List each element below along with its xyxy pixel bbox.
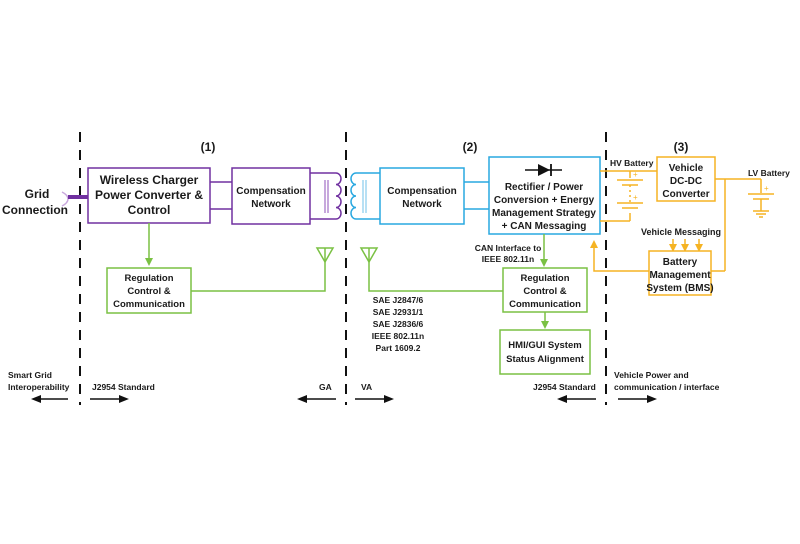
grid-connection: Grid Connection [2,187,88,217]
reg-va-line3: Communication [509,299,581,310]
comp-va-line2: Network [402,199,442,210]
dcdc-line1: Vehicle [669,163,704,174]
vehicle-messaging-arrows [669,239,703,252]
smart-grid-line2: Interoperability [8,382,70,392]
rectifier-line1: Rectifier / Power [505,182,583,193]
grid-label-line2: Connection [2,203,68,217]
smart-grid-line1: Smart Grid [8,370,52,380]
vehicle-power-line2: communication / interface [614,382,720,392]
section-1-label: (1) [201,140,216,154]
hv-battery-icon: + + [617,170,643,209]
lv-battery-label: LV Battery [748,168,790,178]
standard-2: SAE J2931/1 [373,307,424,317]
lv-battery-circuit [711,178,762,272]
ga-coil-icon [310,172,342,220]
rectifier-line2: Conversion + Energy [494,195,595,206]
grid-label-line1: Grid [25,187,50,201]
lv-battery-icon: + [748,184,774,218]
wireless-charger-line1: Wireless Charger [100,173,199,187]
diode-icon [525,164,562,176]
ga-label: GA [319,382,332,392]
standard-1: SAE J2847/6 [373,295,424,305]
reg-ga-line3: Communication [113,299,185,310]
standard-4: IEEE 802.11n [372,331,424,341]
rectifier-line3: Management Strategy [492,208,596,219]
section-3-label: (3) [674,140,689,154]
svg-text:+: + [633,170,638,179]
bms-to-rectifier-arrow [590,240,649,272]
dcdc-line3: Converter [662,189,709,200]
comp-ga-line1: Compensation [236,186,305,197]
section-2-label: (2) [463,140,478,154]
ga-antenna-icon [315,247,335,264]
vehicle-power-line1: Vehicle Power and [614,370,689,380]
comp-ga-line2: Network [251,199,291,210]
va-coil-icon [350,172,380,220]
va-antenna-wire [368,262,503,292]
bms-line2: Management [649,270,711,281]
reg-va-line1: Regulation [520,273,569,284]
bms-line3: System (BMS) [646,283,713,294]
reg-ga-line1: Regulation [124,273,173,284]
svg-text:+: + [633,193,638,202]
j2954-left-label: J2954 Standard [92,382,155,392]
hv-battery-label: HV Battery [610,158,654,168]
standard-3: SAE J2836/6 [373,319,424,329]
wireless-charger-line2: Power Converter & [95,188,203,202]
va-antenna-icon [359,247,379,264]
hv-battery-circuit [600,170,657,222]
va-label: VA [361,382,372,392]
hmi-line1: HMI/GUI System [508,340,581,351]
dcdc-line2: DC-DC [670,176,702,187]
can-interface-line1: CAN Interface to [475,243,542,253]
hmi-line2: Status Alignment [506,354,585,365]
j2954-right-label: J2954 Standard [533,382,596,392]
vehicle-messaging-label: Vehicle Messaging [641,227,721,237]
can-interface-line2: IEEE 802.11n [482,254,534,264]
ga-antenna-wire [191,262,326,292]
wireless-charger-line3: Control [128,203,171,217]
reg-ga-line2: Control & [127,286,170,297]
comp-va-line1: Compensation [387,186,456,197]
svg-text:+: + [764,184,769,193]
rectifier-line4: + CAN Messaging [502,221,587,232]
section-dividers [79,132,607,405]
reg-va-line2: Control & [523,286,566,297]
standard-5: Part 1609.2 [376,343,421,353]
bms-line1: Battery [663,257,698,268]
